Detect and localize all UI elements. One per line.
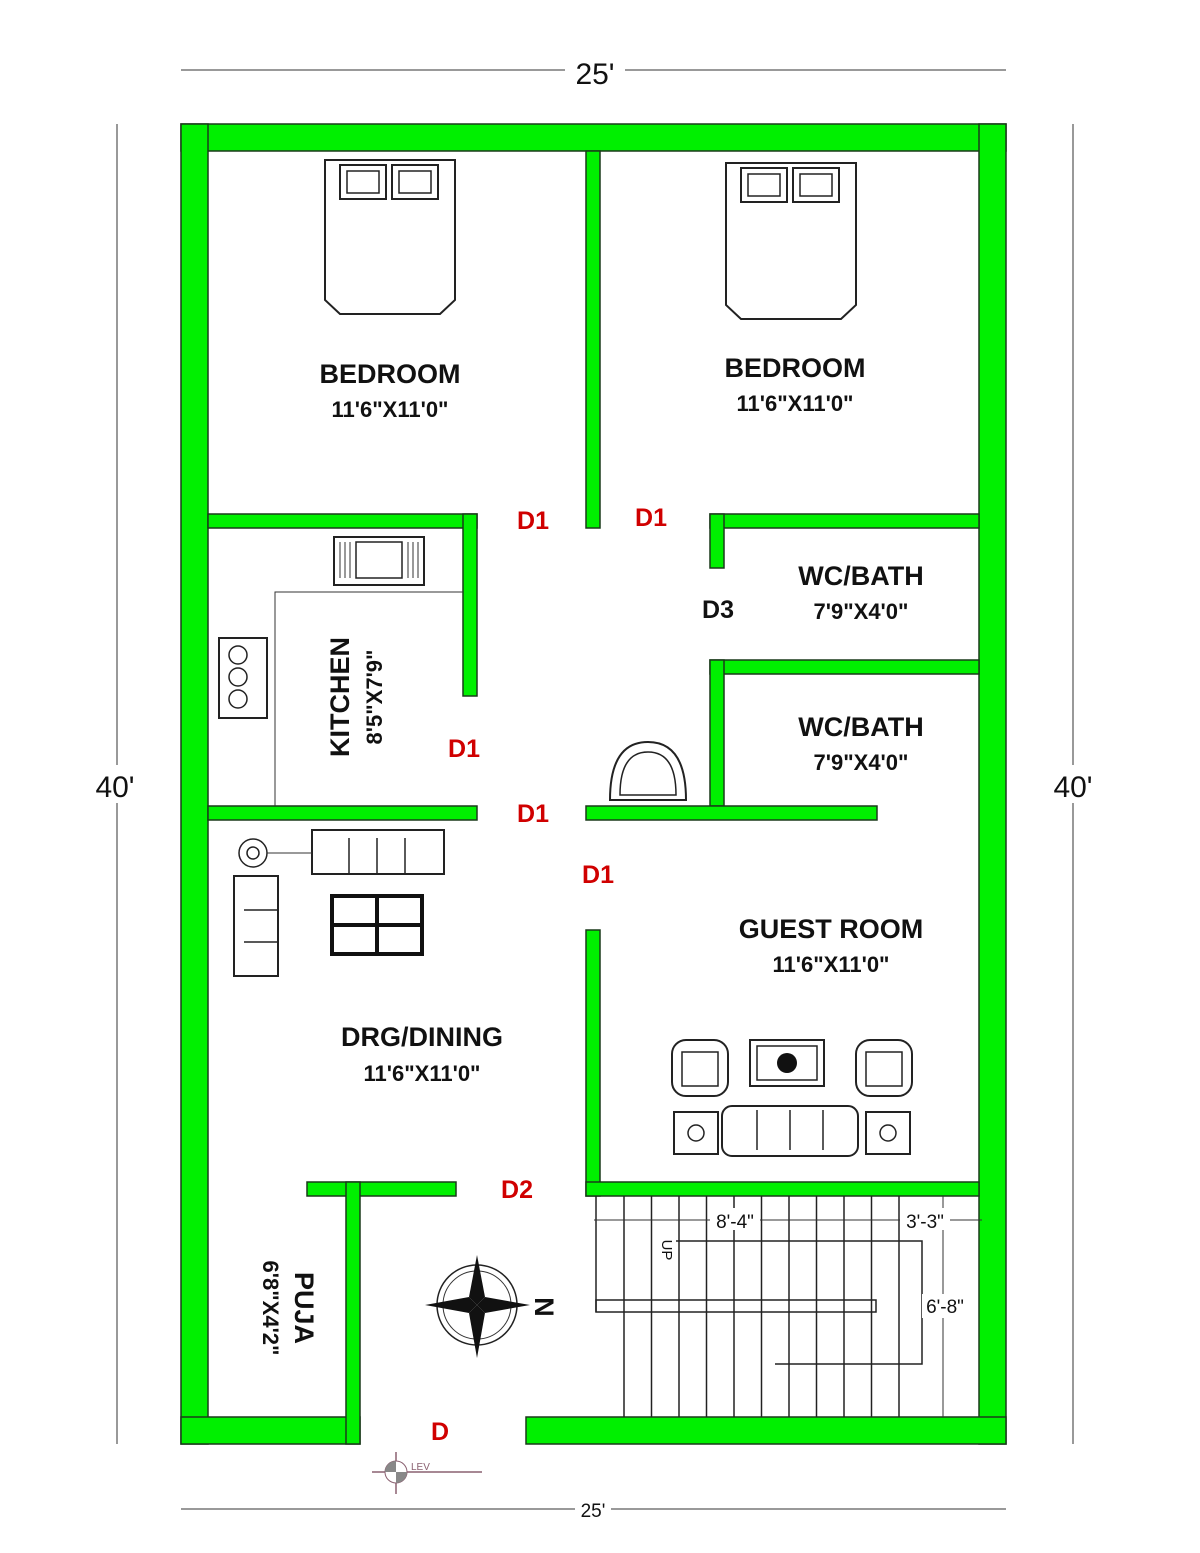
room-label-kitchen: KITCHEN — [325, 637, 355, 757]
dimension-right-label: 40' — [1053, 771, 1092, 804]
door-label: D1 — [448, 735, 480, 763]
dimension-right: 40' — [1048, 124, 1098, 1444]
door-label: D1 — [517, 507, 549, 535]
kitchen-counter — [274, 536, 463, 806]
room-label-wc-bath-2: WC/BATH — [798, 712, 923, 742]
bed-left — [324, 159, 456, 315]
stair-width-dimension: 6'-8" — [926, 1297, 964, 1318]
room-size-wc-bath-2: 7'9"X4'0" — [814, 750, 909, 775]
dimension-top: 25' — [181, 52, 1006, 91]
door-label: D1 — [517, 800, 549, 828]
room-label-wc-bath-1: WC/BATH — [798, 561, 923, 591]
room-size-bedroom-1: 11'6"X11'0" — [332, 397, 449, 422]
dimension-left-label: 40' — [95, 771, 134, 804]
room-size-drg-dining: 11'6"X11'0" — [364, 1061, 481, 1086]
door-label: D3 — [702, 596, 734, 624]
bed-right — [725, 162, 857, 320]
dimension-top-label: 25' — [575, 58, 614, 91]
room-label-drg-dining: DRG/DINING — [341, 1022, 503, 1052]
stair-run-dimension: 8'-4" — [716, 1212, 754, 1233]
sofa-set-drawing — [233, 829, 445, 977]
stove-icon — [218, 637, 268, 719]
dimension-left: 40' — [92, 124, 142, 1444]
level-marker-label: LEV — [411, 1462, 430, 1473]
dimension-bottom-label: 25' — [581, 1501, 606, 1522]
room-label-bedroom-1: BEDROOM — [320, 359, 461, 389]
wash-basin-icon — [608, 740, 688, 801]
door-label: D2 — [501, 1176, 533, 1204]
stair-landing-dimension: 3'-3" — [906, 1212, 944, 1233]
room-size-guest-room: 11'6"X11'0" — [773, 952, 890, 977]
dimension-bottom: 25' — [181, 1498, 1006, 1522]
walls — [180, 123, 1007, 1445]
room-label-puja: PUJA — [289, 1272, 319, 1344]
guest-sofa-set — [671, 1039, 913, 1157]
level-marker-icon: LEV — [372, 1452, 482, 1494]
staircase: 8'-4" 3'-3" 6'-8" UP — [594, 1196, 982, 1417]
dining-table — [330, 894, 424, 956]
compass-icon: N — [425, 1255, 559, 1358]
room-label-guest-room: GUEST ROOM — [739, 914, 924, 944]
stair-up-label: UP — [658, 1240, 675, 1261]
room-size-puja: 6'8"X4'2" — [258, 1261, 283, 1356]
room-size-bedroom-2: 11'6"X11'0" — [737, 391, 854, 416]
door-label: D1 — [582, 861, 614, 889]
main-door-label: D — [431, 1418, 449, 1446]
room-size-wc-bath-1: 7'9"X4'0" — [814, 599, 909, 624]
room-label-bedroom-2: BEDROOM — [725, 353, 866, 383]
door-label: D1 — [635, 504, 667, 532]
compass-north-label: N — [529, 1297, 559, 1317]
room-size-kitchen: 8'5"X7'9" — [362, 650, 387, 745]
